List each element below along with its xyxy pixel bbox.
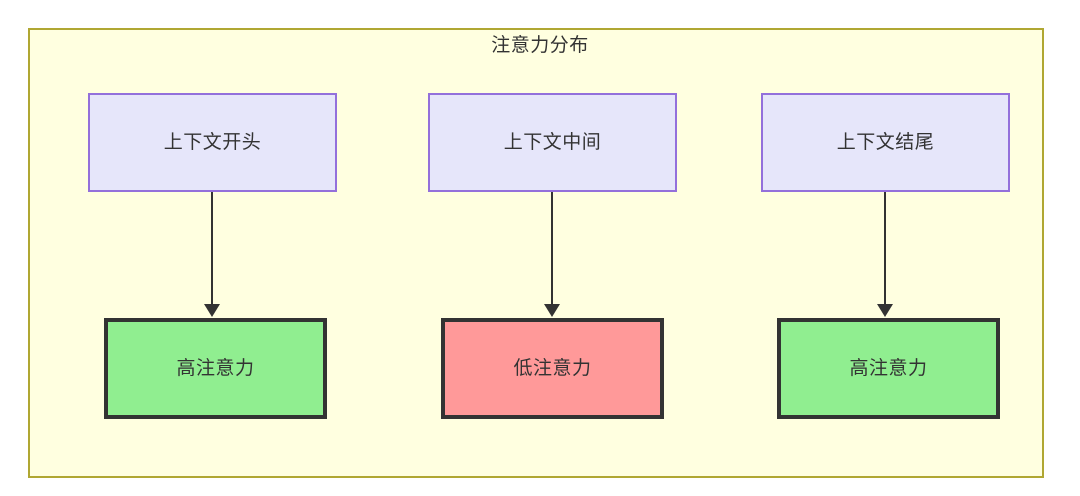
edge-context-end-to-attention — [884, 192, 886, 306]
node-attention-high-start-label: 高注意力 — [176, 357, 255, 379]
node-context-start-label: 上下文开头 — [163, 131, 262, 153]
node-attention-low-middle-label: 低注意力 — [513, 357, 592, 379]
node-attention-high-end-label: 高注意力 — [849, 357, 928, 379]
arrow-down-icon — [877, 304, 893, 317]
node-attention-high-start[interactable]: 高注意力 — [104, 318, 327, 419]
edge-context-start-to-attention — [211, 192, 213, 306]
node-context-start[interactable]: 上下文开头 — [88, 93, 337, 192]
node-attention-high-end[interactable]: 高注意力 — [777, 318, 1000, 419]
node-context-end[interactable]: 上下文结尾 — [761, 93, 1010, 192]
diagram-title: 注意力分布 — [491, 35, 589, 56]
edge-context-middle-to-attention — [551, 192, 553, 306]
node-context-end-label: 上下文结尾 — [836, 131, 935, 153]
node-context-middle[interactable]: 上下文中间 — [428, 93, 677, 192]
arrow-down-icon — [544, 304, 560, 317]
node-context-middle-label: 上下文中间 — [503, 131, 602, 153]
arrow-down-icon — [204, 304, 220, 317]
node-attention-low-middle[interactable]: 低注意力 — [441, 318, 664, 419]
